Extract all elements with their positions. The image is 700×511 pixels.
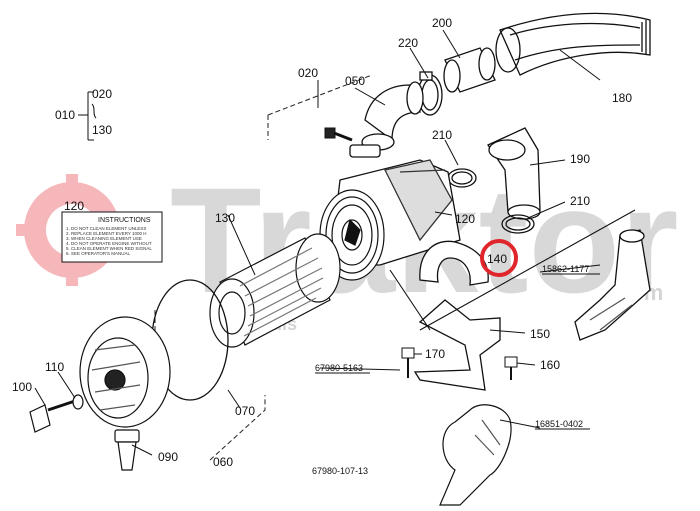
key-group	[78, 91, 97, 141]
mounting-bracket	[413, 299, 501, 391]
clamp-part	[417, 71, 443, 116]
label-160: 160	[540, 358, 560, 372]
leader-line-big	[419, 209, 636, 331]
highlight-140[interactable]: 140	[480, 239, 518, 277]
label-020-key: 020	[92, 87, 112, 101]
label-120: 120	[455, 212, 475, 226]
label-130-key: 130	[92, 123, 112, 137]
label-050: 050	[345, 74, 365, 88]
label-090: 090	[158, 450, 178, 464]
label-200: 200	[432, 16, 452, 30]
label-210-b: 210	[570, 194, 590, 208]
label-130: 130	[215, 211, 235, 225]
label-110: 110	[45, 360, 64, 374]
label-070: 070	[235, 404, 255, 418]
group-bracket-top	[267, 74, 373, 140]
cleaner-cap	[79, 316, 171, 428]
label-010: 010	[55, 108, 75, 122]
part-labels: 010 020 130 020 050 220 200 180 210 190 …	[12, 16, 632, 469]
bolt-170	[401, 347, 415, 378]
decal-line: 4. DO NOT OPERATE ENGINE WITHOUT	[66, 241, 152, 246]
ref-67980: 67980-5163	[315, 363, 363, 373]
drawing-code: 67980-107-13	[312, 466, 368, 476]
hand-illustration	[439, 404, 512, 506]
decal-line: 2. REPLACE ELEMENT EVERY 1000 H	[66, 231, 147, 236]
mounting-band	[419, 240, 489, 286]
reference-numbers: 15862-1177 67980-5163 16851-0402 67980-1…	[312, 264, 600, 476]
leader-line	[389, 269, 431, 331]
label-220: 220	[398, 36, 418, 50]
label-100: 100	[12, 380, 32, 394]
label-120-decal: 120	[64, 199, 84, 213]
label-020: 020	[298, 66, 318, 80]
decal-line: 1. DO NOT CLEAN ELEMENT UNLESS	[66, 226, 146, 231]
decal-line: 3. WHEN CLEANING ELEMENT USE	[66, 236, 142, 241]
clamp-part-3	[501, 214, 535, 234]
filter-element	[209, 233, 341, 348]
leader-lines	[34, 29, 601, 456]
hose-part	[495, 12, 651, 76]
label-180: 180	[612, 91, 632, 105]
ref-16851: 16851-0402	[535, 419, 583, 429]
decal-title: INSTRUCTIONS	[98, 217, 151, 224]
bolt-160	[504, 356, 518, 380]
dust-valve	[114, 429, 140, 471]
decal-line: 5. CLEAN ELEMENT WHEN RED SIGNAL	[66, 246, 152, 251]
decal-line: 6. SEE OPERATOR'S MANUAL	[66, 251, 130, 256]
label-170: 170	[425, 347, 445, 361]
intake-manifold	[574, 229, 651, 341]
label-150: 150	[530, 327, 550, 341]
label-060: 060	[213, 455, 233, 469]
ref-15862: 15862-1177	[542, 264, 589, 274]
sleeve-part	[443, 47, 496, 93]
label-210-a: 210	[432, 128, 452, 142]
bolt-part	[324, 127, 353, 142]
instruction-decal: INSTRUCTIONS 1. DO NOT CLEAN ELEMENT UNL…	[61, 211, 163, 263]
label-190: 190	[570, 152, 590, 166]
wing-nut	[29, 394, 84, 433]
filter-cap-ribbed	[319, 189, 385, 281]
label-140: 140	[487, 252, 507, 266]
elbow-part	[349, 81, 424, 158]
